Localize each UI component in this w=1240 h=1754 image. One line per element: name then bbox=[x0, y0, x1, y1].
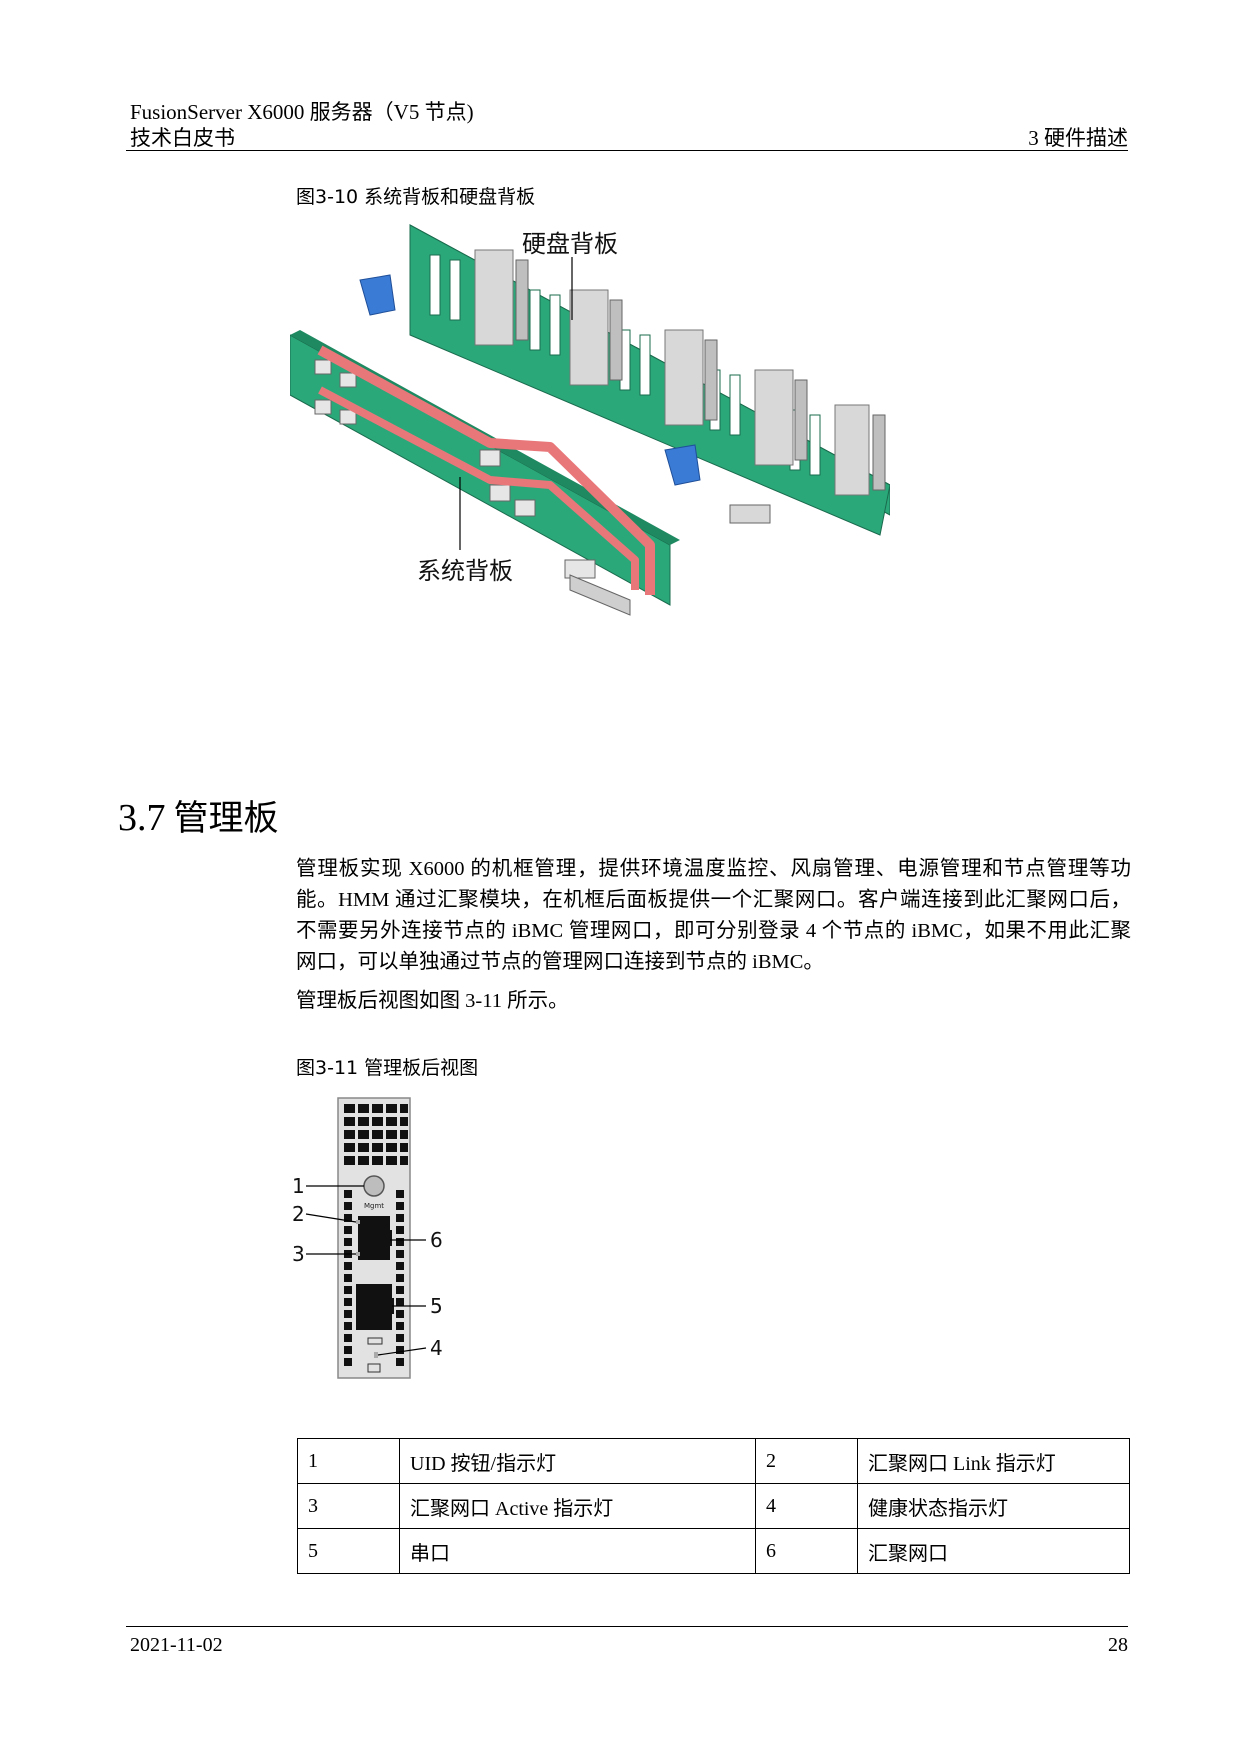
legend-label: 汇聚网口 Link 指示灯 bbox=[857, 1438, 1130, 1484]
vent-grid bbox=[344, 1104, 408, 1366]
footer-rule bbox=[126, 1626, 1128, 1627]
legend-number: 2 bbox=[755, 1438, 858, 1484]
legend-number: 6 bbox=[755, 1528, 858, 1574]
legend-label: 健康状态指示灯 bbox=[857, 1483, 1130, 1529]
legend-number: 5 bbox=[297, 1528, 400, 1574]
figure1-caption: 图3-10 系统背板和硬盘背板 bbox=[296, 186, 536, 208]
header-doc-type: 技术白皮书 bbox=[130, 126, 235, 150]
mgmt-text: Mgmt bbox=[364, 1202, 384, 1210]
footer-page-number: 28 bbox=[1108, 1634, 1128, 1656]
paragraph-figure-reference: 管理板后视图如图 3-11 所示。 bbox=[296, 990, 569, 1012]
paragraph-description: 管理板实现 X6000 的机框管理，提供环境温度监控、风扇管理、电源管理和节点管… bbox=[296, 858, 1131, 973]
header-chapter: 3 硬件描述 bbox=[1028, 126, 1128, 150]
table-row: 5 串口 6 汇聚网口 bbox=[297, 1528, 1130, 1574]
legend-label: 汇聚网口 bbox=[857, 1528, 1130, 1574]
legend-number: 3 bbox=[297, 1483, 400, 1529]
table-row: 3 汇聚网口 Active 指示灯 4 健康状态指示灯 bbox=[297, 1483, 1130, 1529]
callout-3: 3 bbox=[292, 1242, 305, 1266]
health-symbol-icon bbox=[367, 1363, 381, 1373]
legend-number: 4 bbox=[755, 1483, 858, 1529]
serial-symbol-icon bbox=[367, 1337, 383, 1345]
footer-date: 2021-11-02 bbox=[130, 1634, 223, 1656]
active-led-icon bbox=[356, 1252, 360, 1256]
aggregation-network-port bbox=[358, 1216, 390, 1260]
section-number: 3.7 bbox=[118, 797, 166, 839]
system-backplane bbox=[290, 330, 680, 616]
section-title-text: 管理板 bbox=[173, 799, 279, 839]
figure2-caption: 图3-11 管理板后视图 bbox=[296, 1057, 479, 1079]
hdd-backplane bbox=[359, 224, 890, 536]
backplane-figure: 硬盘背板 系统背板 bbox=[290, 224, 890, 616]
legend-number: 1 bbox=[297, 1438, 400, 1484]
management-board-figure: Mgmt 1 2 3 4 5 6 bbox=[292, 1097, 443, 1379]
header-product: FusionServer X6000 服务器（V5 节点) bbox=[130, 100, 474, 124]
serial-port bbox=[356, 1284, 392, 1330]
callout-1: 1 bbox=[292, 1174, 305, 1198]
callout-2: 2 bbox=[292, 1202, 305, 1226]
health-led-icon bbox=[374, 1352, 378, 1358]
table-row: 1 UID 按钮/指示灯 2 汇聚网口 Link 指示灯 bbox=[297, 1438, 1130, 1484]
uid-button-icon[interactable] bbox=[363, 1175, 385, 1197]
legend-table: 1 UID 按钮/指示灯 2 汇聚网口 Link 指示灯 3 汇聚网口 Acti… bbox=[297, 1438, 1130, 1574]
legend-label: 汇聚网口 Active 指示灯 bbox=[399, 1483, 756, 1529]
callout-4: 4 bbox=[430, 1336, 443, 1360]
header-rule bbox=[126, 150, 1128, 151]
link-led-icon bbox=[356, 1220, 360, 1224]
label-hdd-backplane: 硬盘背板 bbox=[522, 230, 618, 258]
callout-5: 5 bbox=[430, 1294, 443, 1318]
legend-label: 串口 bbox=[399, 1528, 756, 1574]
legend-label: UID 按钮/指示灯 bbox=[399, 1438, 756, 1484]
callout-6: 6 bbox=[430, 1228, 443, 1252]
label-system-backplane: 系统背板 bbox=[417, 557, 513, 585]
